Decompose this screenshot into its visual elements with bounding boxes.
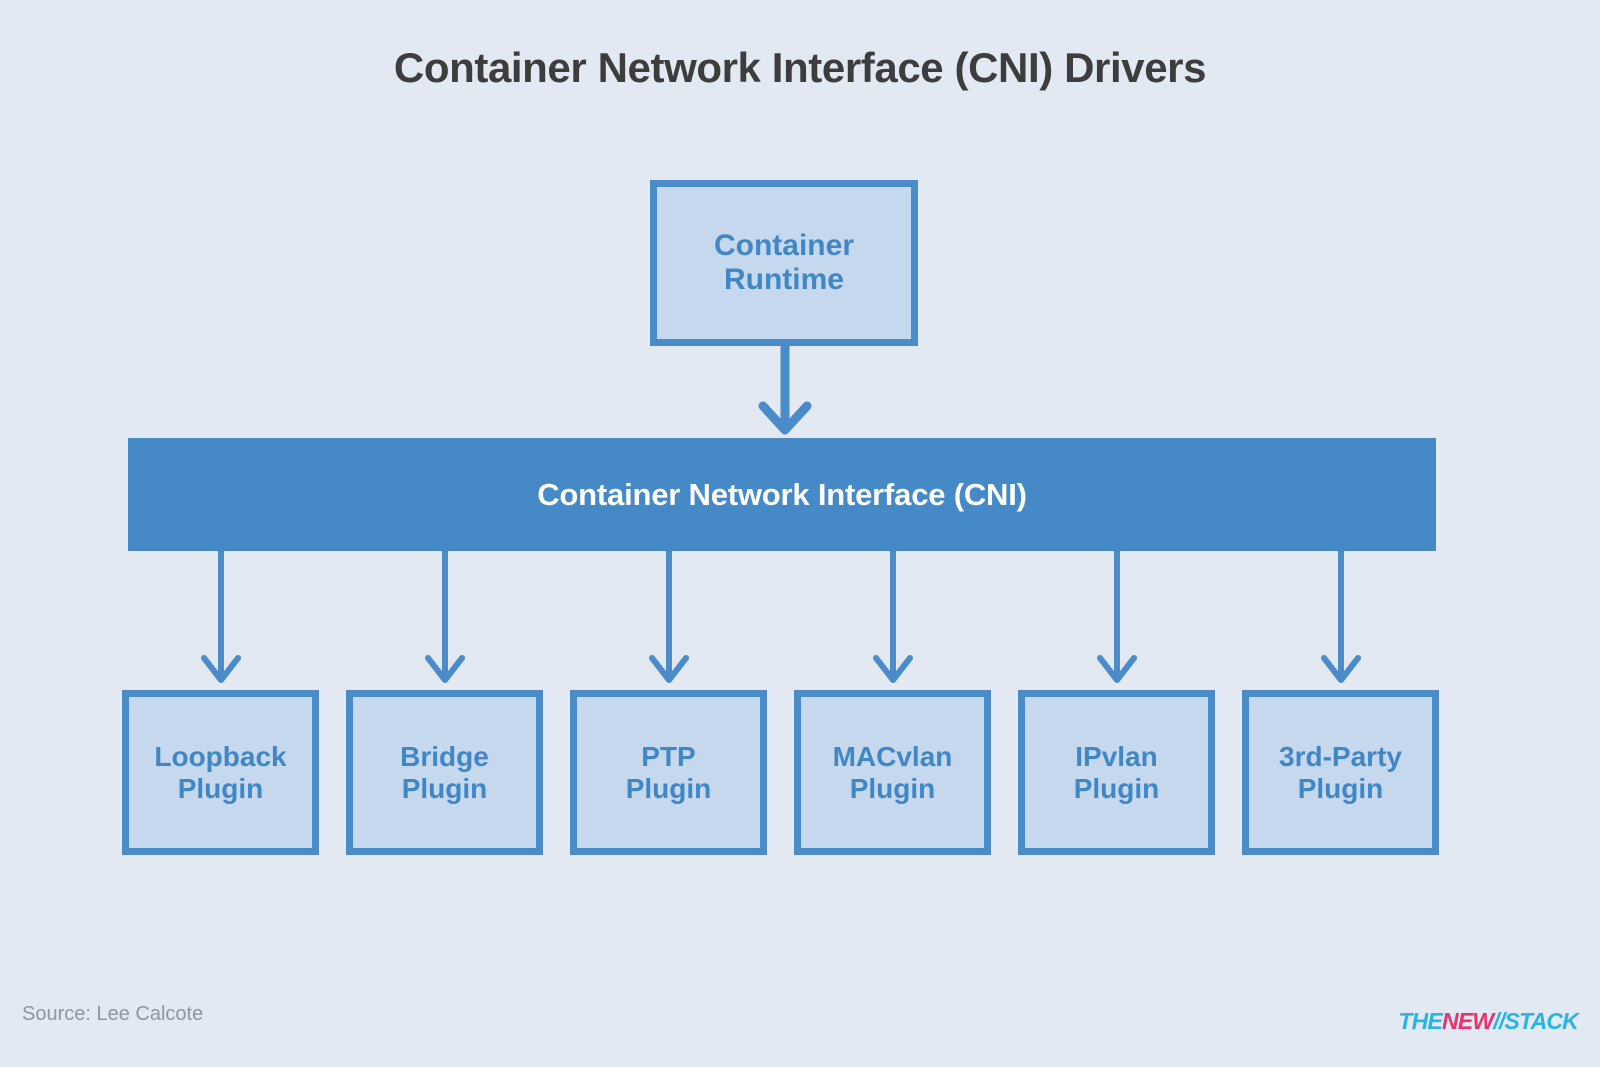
- node-ptp-plugin: PTP Plugin: [570, 690, 767, 855]
- node-bridge-plugin-label: Bridge Plugin: [400, 741, 489, 804]
- node-bridge-plugin: Bridge Plugin: [346, 690, 543, 855]
- node-loopback-plugin-label: Loopback Plugin: [154, 741, 287, 804]
- logo-part-slashes: //: [1493, 1008, 1505, 1034]
- node-loopback-plugin: Loopback Plugin: [122, 690, 319, 855]
- node-container-runtime-label: Container Runtime: [713, 229, 854, 296]
- arrow-runtime-to-cni: [758, 342, 812, 435]
- logo-part-the: THE: [1398, 1008, 1443, 1034]
- logo-part-stack: STACK: [1504, 1008, 1578, 1034]
- node-ipvlan-plugin: IPvlan Plugin: [1018, 690, 1215, 855]
- page-title: Container Network Interface (CNI) Driver…: [393, 44, 1207, 91]
- node-macvlan-plugin-label: MACvlan Plugin: [832, 741, 953, 804]
- logo-part-new: NEW: [1442, 1008, 1494, 1034]
- node-cni-bar: Container Network Interface (CNI): [128, 438, 1436, 551]
- arrow-cni-to-macvlan-plugin: [872, 551, 913, 683]
- node-cni-bar-label: Container Network Interface (CNI): [537, 476, 1027, 512]
- arrow-cni-to-ptp-plugin: [648, 551, 689, 683]
- arrow-cni-to-thirdparty-plugin: [1320, 551, 1361, 683]
- node-container-runtime: Container Runtime: [650, 180, 918, 346]
- node-ptp-plugin-label: PTP Plugin: [625, 741, 712, 804]
- arrow-cni-to-loopback-plugin: [200, 551, 241, 683]
- source-note: Source: Lee Calcote: [22, 1003, 204, 1025]
- arrow-cni-to-ipvlan-plugin: [1096, 551, 1137, 683]
- node-thirdparty-plugin-label: 3rd-Party Plugin: [1279, 741, 1402, 804]
- node-macvlan-plugin: MACvlan Plugin: [794, 690, 991, 855]
- node-ipvlan-plugin-label: IPvlan Plugin: [1073, 741, 1160, 804]
- node-thirdparty-plugin: 3rd-Party Plugin: [1242, 690, 1439, 855]
- arrow-cni-to-bridge-plugin: [424, 551, 465, 683]
